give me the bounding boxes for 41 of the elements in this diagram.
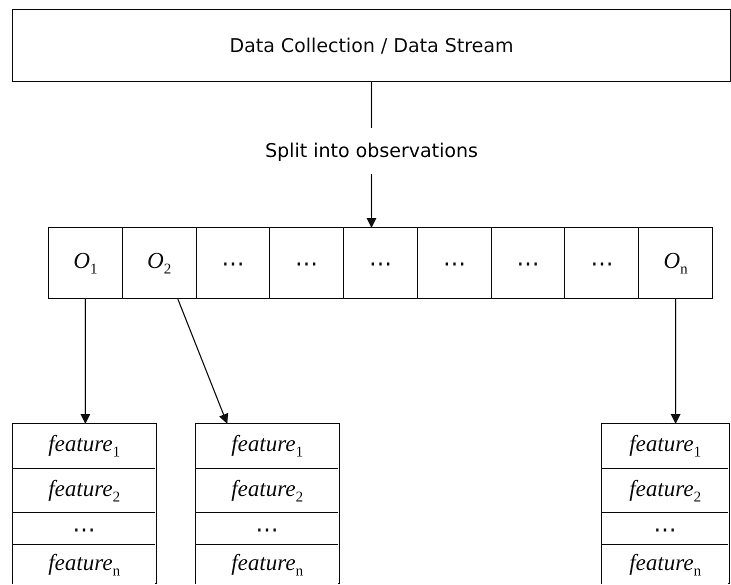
observation-cell	[490, 227, 566, 299]
observation-label: O$_{2}$	[147, 248, 172, 278]
feature-label: feature$_{1}$	[48, 431, 120, 462]
observation-cell	[343, 227, 418, 299]
observation-label: ⋯	[590, 250, 614, 276]
feature-label: feature$_{2}$	[629, 476, 702, 506]
observation-cell	[269, 227, 344, 299]
feature-stack	[195, 423, 340, 584]
feature-label: feature$_{1}$	[231, 431, 304, 462]
feature-cell	[196, 544, 338, 585]
observation-label: O$_{n}$	[664, 248, 688, 278]
feature-label: feature$_{n}$	[629, 550, 702, 580]
observation-label: ⋯	[221, 250, 244, 276]
feature-stack	[601, 423, 730, 584]
observation-label: O$_{1}$	[73, 248, 98, 278]
feature-label: feature$_{2}$	[231, 476, 304, 506]
feature-label: ⋯	[256, 516, 279, 542]
observation-cell	[48, 227, 123, 299]
feature-label: feature$_{1}$	[629, 431, 702, 462]
arrow	[670, 299, 681, 424]
observation-cell	[638, 227, 713, 299]
arrow	[80, 299, 90, 424]
source-title: Data Collection / Data Stream	[229, 34, 514, 56]
observation-label: ⋯	[516, 250, 540, 276]
feature-cell	[602, 544, 728, 585]
observation-label: ⋯	[442, 250, 466, 276]
feature-label: feature$_{2}$	[48, 476, 120, 506]
feature-stack	[12, 423, 157, 584]
feature-label: feature$_{n}$	[48, 550, 120, 580]
observation-label: ⋯	[368, 250, 392, 276]
arrow	[177, 298, 228, 424]
observation-cell	[196, 227, 270, 299]
observation-cell	[564, 227, 640, 299]
observation-cell	[122, 227, 197, 299]
feature-label: feature$_{n}$	[231, 550, 304, 580]
observation-cell	[416, 227, 492, 299]
feature-cell	[13, 544, 156, 585]
observation-label: ⋯	[295, 250, 318, 276]
feature-label: ⋯	[72, 516, 96, 542]
feature-label: ⋯	[654, 516, 677, 542]
source-box	[12, 9, 731, 82]
